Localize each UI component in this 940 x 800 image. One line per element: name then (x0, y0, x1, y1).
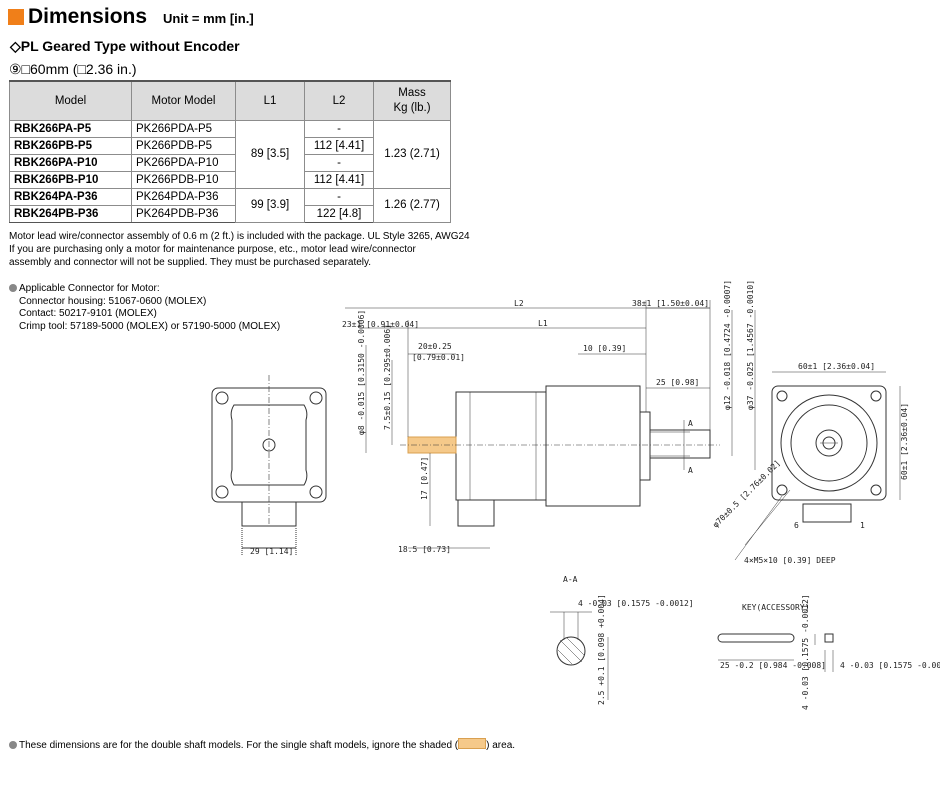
dim-l1: L1 (538, 319, 548, 328)
product-type-title: ◇PL Geared Type without Encoder (10, 38, 240, 54)
note-line: If you are purchasing only a motor for m… (9, 244, 416, 255)
bullet-icon (9, 741, 17, 749)
model-cell: RBK266PB-P5 (9, 137, 132, 155)
dim-l2: L2 (514, 299, 524, 308)
section-aa-title: A-A (563, 575, 578, 584)
dim-17: 17 [0.47] (420, 457, 429, 500)
col-mass: Mass Kg (lb.) (373, 80, 451, 121)
dim-10: 10 [0.39] (583, 344, 626, 353)
dimension-table: Model Motor Model L1 L2 Mass Kg (lb.) RB… (9, 80, 451, 223)
dim-18-5: 18.5 [0.73] (398, 545, 451, 554)
model-cell: RBK266PA-P5 (9, 120, 132, 138)
connector-info: Applicable Connector for Motor: Connecto… (9, 283, 280, 333)
shaded-area-swatch (458, 738, 487, 749)
rear-view (211, 375, 327, 556)
table-row: RBK266PB-P10 PK266PDB-P10 112 [4.41] (9, 171, 451, 189)
section-mark-a: A (688, 466, 693, 475)
col-motor-model: Motor Model (131, 80, 236, 121)
connector-crimp-tool: Crimp tool: 57189-5000 (MOLEX) or 57190-… (19, 320, 281, 332)
page-title: Dimensions (28, 5, 148, 28)
dim-phi70: φ70±0.5 [2.76±0.02] (711, 458, 782, 529)
footer-note: These dimensions are for the double shaf… (9, 738, 515, 751)
bullet-icon (9, 284, 17, 292)
key-accessory (717, 633, 834, 672)
dim-mounting-holes: 4×M5×10 [0.39] DEEP (744, 556, 836, 565)
dim-2-5: 2.5 +0.1 [0.098 +0.004] (597, 594, 606, 705)
note-line: Motor lead wire/connector assembly of 0.… (9, 231, 470, 242)
model-cell: RBK266PB-P10 (9, 171, 132, 189)
unit-label: Unit = mm [in.] (163, 11, 254, 26)
frame-size-label: ⑨□60mm (□2.36 in.) (9, 61, 137, 77)
key-label: KEY(ACCESSORY) (742, 603, 809, 612)
connector-contact: Contact: 50217-9101 (MOLEX) (19, 308, 157, 319)
col-mass-unit: Kg (lb.) (393, 102, 431, 114)
footer-text-after: ) area. (486, 740, 516, 751)
table-row: RBK264PB-P36 PK264PDB-P36 122 [4.8] (9, 205, 451, 223)
dim-key-4: 4 -0.03 [0.1575 -0.0012] (840, 661, 940, 670)
table-row: RBK266PA-P10 PK266PDA-P10 - (9, 154, 451, 172)
dim-key-25: 25 -0.2 [0.984 -0.008] (720, 661, 826, 670)
pin-1-label: 1 (860, 521, 865, 530)
motor-model-cell: PK266PDB-P5 (131, 137, 236, 155)
dim-7-5: 7.5±0.15 [0.295±0.006] (383, 324, 392, 430)
dim-25: 25 [0.98] (656, 378, 699, 387)
dim-4: 4 -0.03 [0.1575 -0.0012] (578, 599, 694, 608)
l2-cell: 122 [4.8] (304, 205, 374, 223)
dim-60-vertical: 60±1 [2.36±0.04] (900, 403, 909, 480)
l1-cell: 99 [3.9] (235, 188, 305, 223)
table-row: RBK264PA-P36 PK264PDA-P36 99 [3.9] - 1.2… (9, 188, 451, 223)
dim-079: [0.79±0.01] (412, 353, 465, 362)
dim-8: φ8 -0.015 [0.3150 -0.0006] (357, 310, 366, 435)
section-aa (550, 611, 609, 700)
model-cell: RBK266PA-P10 (9, 154, 132, 172)
connector-heading: Applicable Connector for Motor: (19, 283, 160, 294)
col-model: Model (9, 80, 132, 121)
side-view (345, 300, 756, 549)
section-marker-icon (8, 9, 24, 25)
dim-20: 20±0.25 (418, 342, 452, 351)
dim-phi12: φ12 -0.018 [0.4724 -0.0007] (723, 280, 732, 410)
mass-cell: 1.26 (2.77) (373, 188, 451, 223)
section-mark-a: A (688, 419, 693, 428)
dim-38: 38±1 [1.50±0.04] (632, 299, 709, 308)
front-view (734, 371, 901, 561)
footer-text-before: These dimensions are for the double shaf… (19, 740, 459, 751)
connector-housing: Connector housing: 51067-0600 (MOLEX) (19, 295, 207, 307)
table-header-row: Model Motor Model L1 L2 Mass Kg (lb.) (9, 80, 451, 121)
model-cell: RBK264PB-P36 (9, 205, 132, 223)
note-line: assembly and connector will not be suppl… (9, 257, 372, 268)
pin-6-label: 6 (794, 521, 799, 530)
dim-23: 23±1 [0.91±0.04] (342, 320, 419, 329)
l2-cell: 112 [4.41] (304, 171, 374, 189)
table-row: RBK266PB-P5 PK266PDB-P5 112 [4.41] (9, 137, 451, 155)
dim-key-4-vertical: 4 -0.03 [0.1575 -0.0012] (801, 594, 810, 710)
col-mass-label: Mass (398, 87, 426, 99)
motor-model-cell: PK264PDB-P36 (131, 205, 236, 223)
dim-phi37: φ37 -0.025 [1.4567 -0.0010] (746, 280, 755, 410)
dim-29: 29 [1.14] (250, 547, 293, 556)
section-header: Dimensions Unit = mm [in.] (8, 4, 254, 30)
dim-60: 60±1 [2.36±0.04] (798, 362, 875, 371)
